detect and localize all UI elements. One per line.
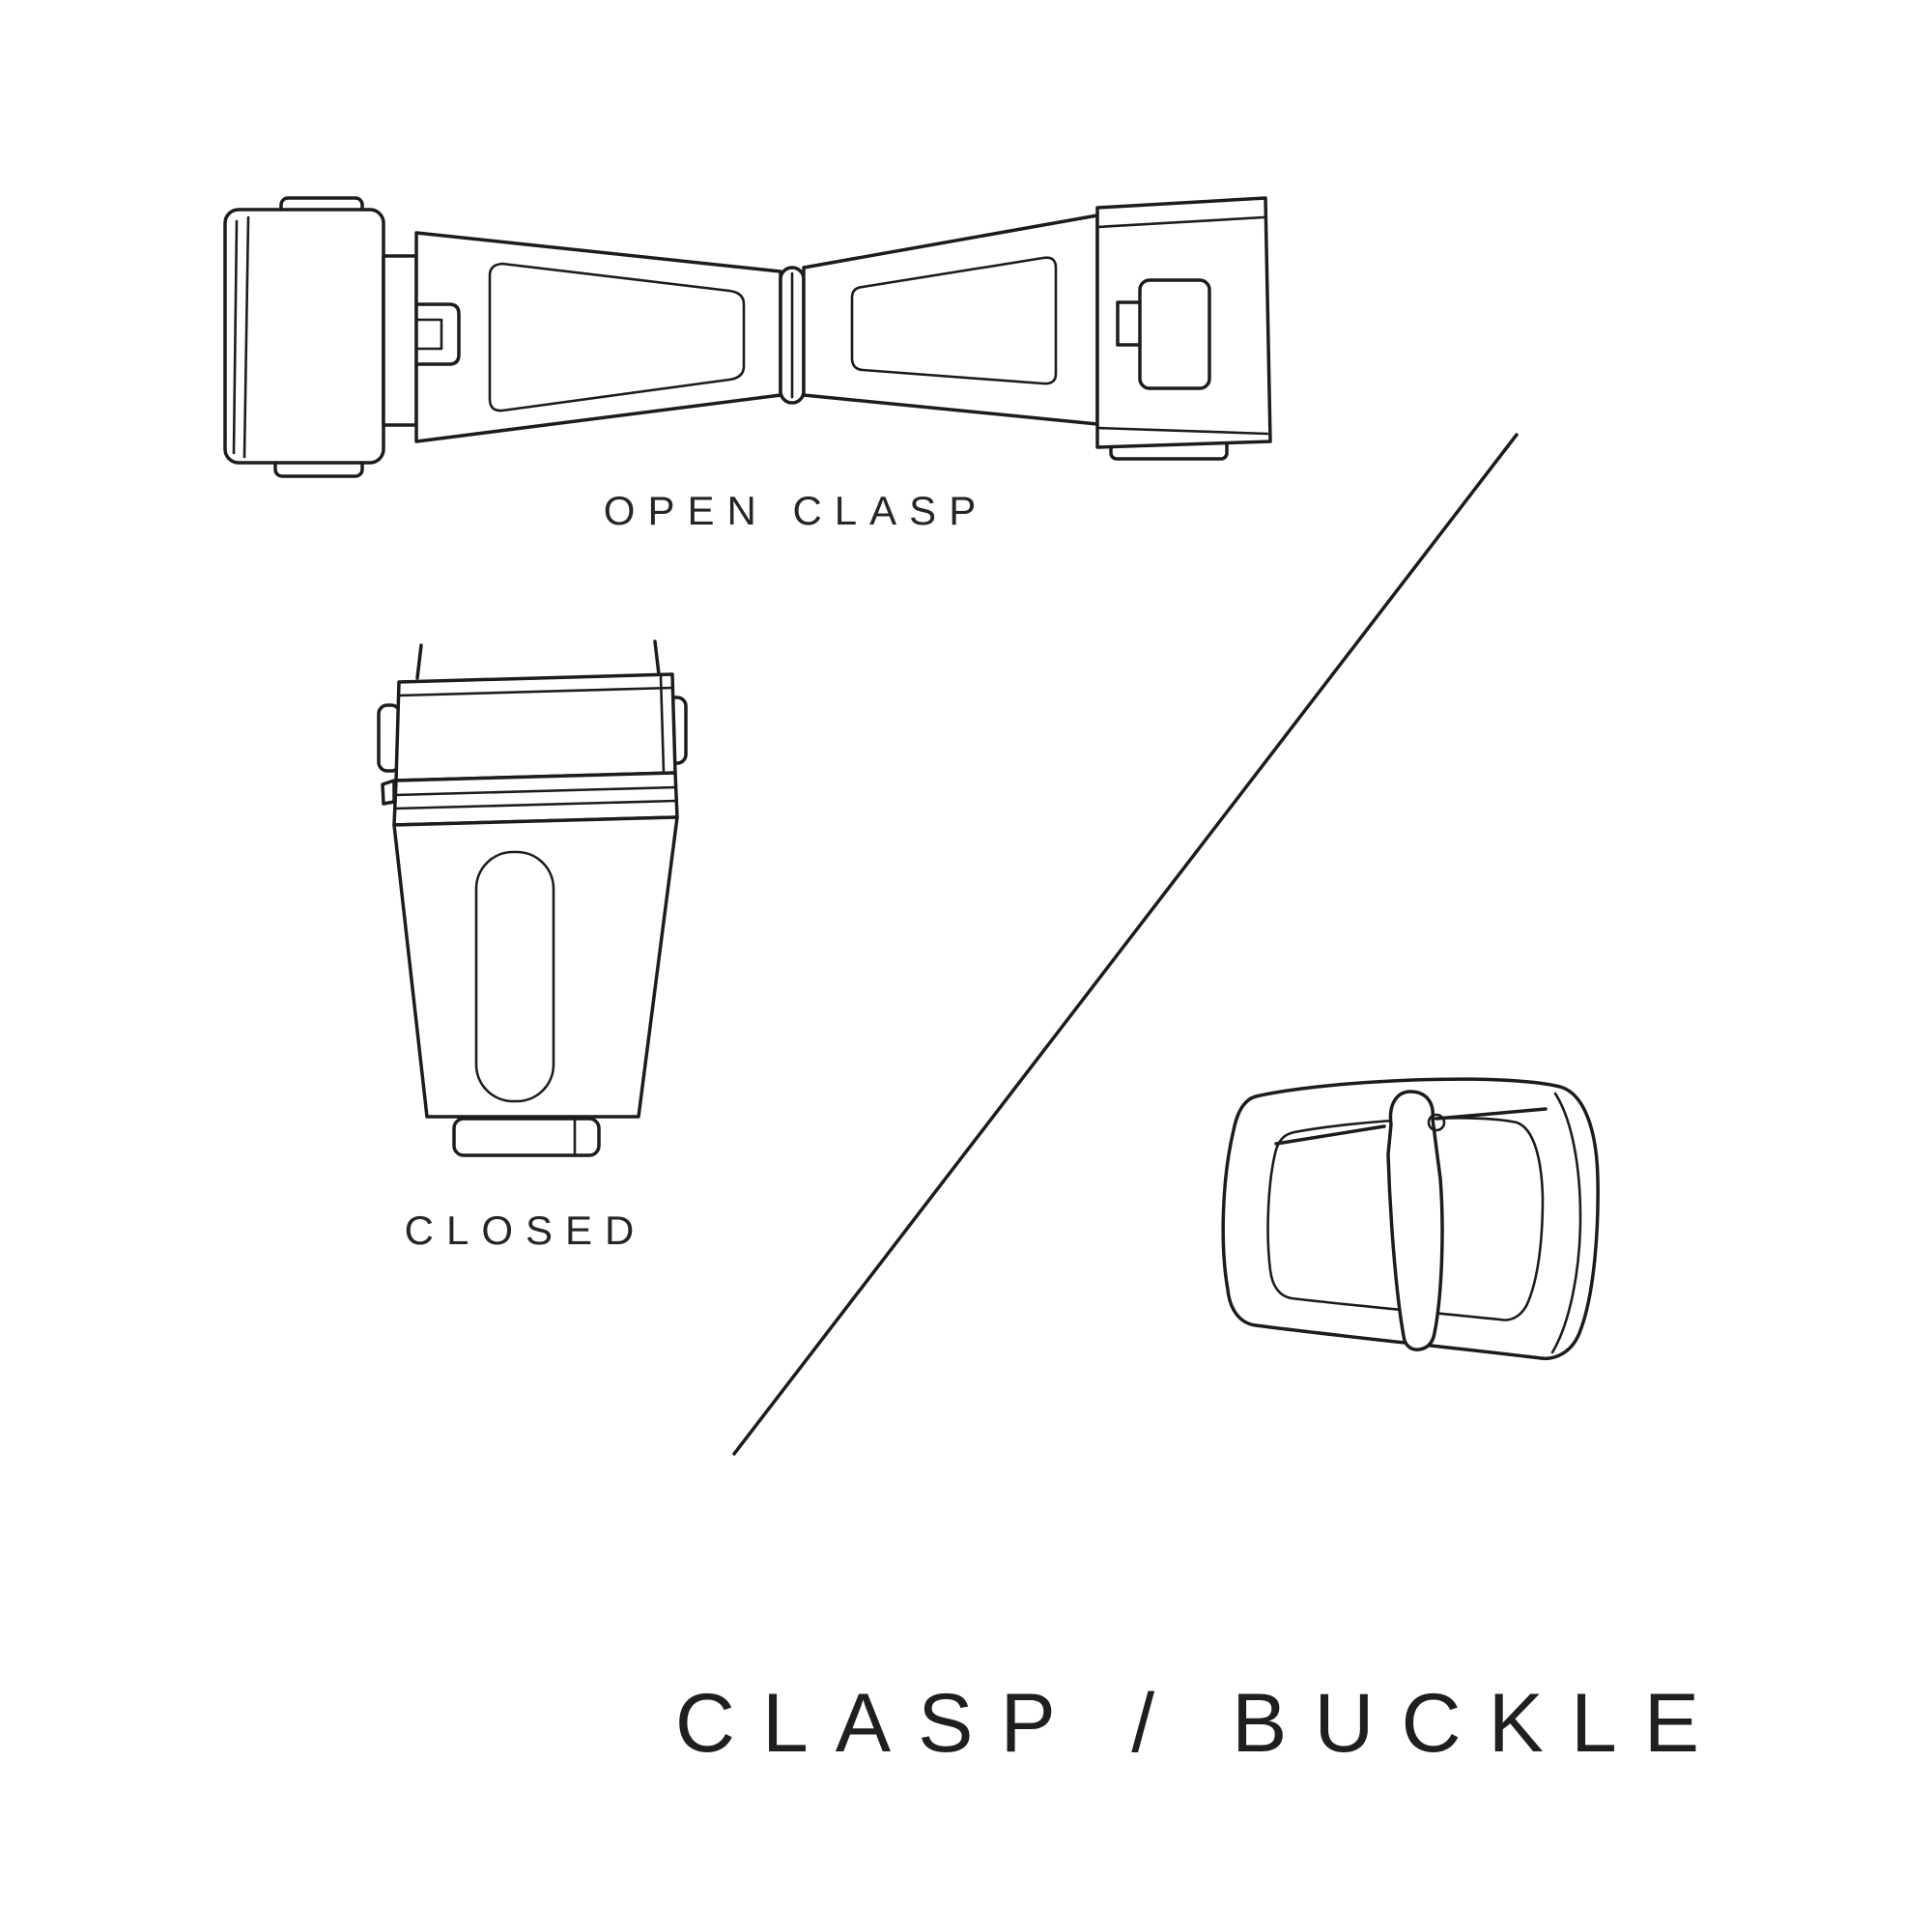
- hook-notch: [414, 302, 461, 366]
- open-clasp-icon: [223, 196, 1272, 478]
- divider-line: [732, 433, 1519, 1456]
- clasp-foot: [452, 1117, 601, 1157]
- closed-clasp-illustration: [377, 638, 696, 1179]
- top-block-line: [397, 686, 674, 697]
- body-slot: [474, 850, 555, 1103]
- top-block: [394, 672, 677, 782]
- diagonal-divider: [729, 430, 1521, 1459]
- top-block-line: [659, 673, 666, 774]
- open-clasp-label: OPEN CLASP: [603, 488, 989, 533]
- page-title: CLASP / BUCKLE: [674, 1677, 1727, 1770]
- left-band: [414, 231, 782, 443]
- open-clasp-illustration: [217, 188, 1290, 497]
- left-prong: [415, 643, 423, 680]
- left-band-cutout: [488, 262, 746, 412]
- catch-cutout: [1138, 278, 1211, 390]
- right-prong: [653, 639, 661, 676]
- fold-link-line: [232, 219, 239, 455]
- buckle-pin-left: [1274, 1124, 1386, 1146]
- clasp-body: [392, 815, 679, 1119]
- end-piece-bottom-lip: [1095, 426, 1269, 436]
- side-notch: [381, 779, 396, 806]
- stripe-line: [393, 799, 678, 810]
- buckle-pin-right: [1435, 1107, 1548, 1121]
- buckle-right-contour: [1550, 1092, 1582, 1354]
- buckle-icon: [1221, 1077, 1600, 1361]
- buckle-pin-end: [1427, 1113, 1446, 1132]
- catch-notch: [1116, 300, 1142, 347]
- end-piece-lip: [1095, 215, 1265, 229]
- buckle-tang: [1386, 1090, 1444, 1351]
- buckle-frame-inner: [1266, 1117, 1545, 1321]
- fold-link-line: [242, 215, 250, 459]
- closed-clasp-label: CLOSED: [404, 1208, 647, 1253]
- right-band-cutout: [850, 256, 1058, 385]
- diagonal-divider-line: [732, 433, 1519, 1456]
- buckle-illustration: [1212, 1063, 1608, 1396]
- stripe-line: [393, 785, 678, 797]
- hook-notch-inner: [414, 318, 443, 351]
- right-band: [802, 213, 1099, 426]
- connector: [382, 254, 418, 427]
- closed-clasp-icon: [377, 639, 688, 1157]
